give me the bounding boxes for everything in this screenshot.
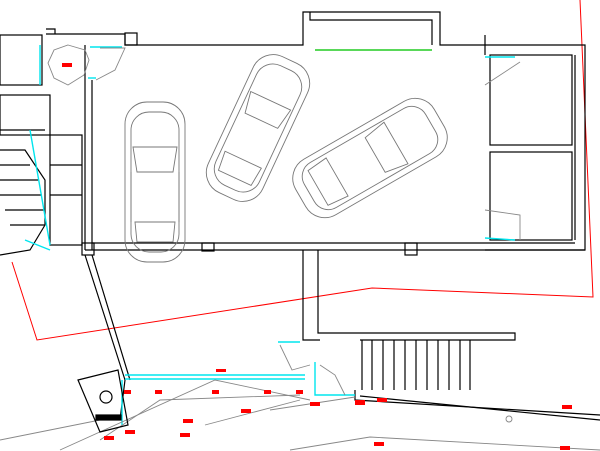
glazing-lines <box>24 45 516 425</box>
car-middle <box>205 54 311 202</box>
stairs-left <box>0 34 83 256</box>
door-swings <box>0 44 600 451</box>
car-left <box>124 101 186 263</box>
survey-markers <box>62 63 572 450</box>
site-boundary <box>11 0 594 341</box>
entry-box <box>77 369 129 433</box>
car-right <box>292 97 448 219</box>
